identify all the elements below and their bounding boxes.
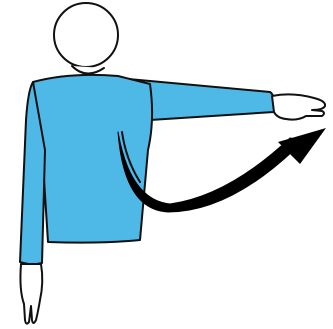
head xyxy=(54,3,118,67)
lowered-hand xyxy=(20,264,42,324)
torso xyxy=(33,75,152,243)
raised-hand xyxy=(272,94,325,119)
neck xyxy=(72,66,104,74)
